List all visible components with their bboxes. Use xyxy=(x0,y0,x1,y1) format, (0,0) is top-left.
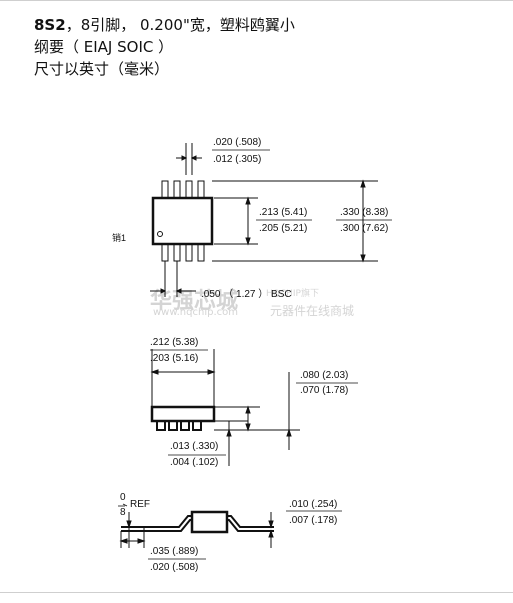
pin1-label: 销1 xyxy=(112,233,127,243)
ic-body-side xyxy=(150,405,216,423)
angle-max: 8 xyxy=(120,507,126,518)
thickness-min: .007 (.178) xyxy=(289,515,338,526)
side-lead xyxy=(192,420,202,431)
angle-ref: REF xyxy=(130,499,150,510)
side-lead xyxy=(156,420,166,431)
ic-body-end xyxy=(190,510,229,534)
watermark-url: www.hqchip.com xyxy=(153,307,238,318)
side-lead xyxy=(180,420,190,431)
side-view xyxy=(150,349,358,466)
bottom-lead xyxy=(197,243,205,262)
lead-width-max: .020 (.508) xyxy=(213,137,262,148)
foot-length-min: .020 (.508) xyxy=(150,562,199,573)
watermark-tagline: 元器件在线商城 xyxy=(270,304,355,318)
package-code: 8S2 xyxy=(34,16,66,34)
top-border xyxy=(0,0,513,1)
header-line-3: 尺寸以英寸（毫米） xyxy=(34,60,170,78)
thickness-max: .010 (.254) xyxy=(289,499,338,510)
foot-length-max: .035 (.889) xyxy=(150,546,199,557)
standoff-min: .004 (.102) xyxy=(170,457,219,468)
height-min: .070 (1.78) xyxy=(300,385,349,396)
ic-body-top xyxy=(151,196,214,246)
top-lead xyxy=(185,180,193,199)
header-line-1: 8S2，8引脚， 0.200"宽，塑料鸥翼小 xyxy=(34,14,295,36)
top-lead xyxy=(197,180,205,199)
watermark-tagline-top: HQCHIP旗下 xyxy=(266,289,319,299)
body-width-min: .205 (5.21) xyxy=(259,223,308,234)
header-line-2: 纲要（ EIAJ SOIC ） xyxy=(34,38,174,56)
standoff-max: .013 (.330) xyxy=(170,441,219,452)
top-view xyxy=(150,143,392,297)
angle-min: 0 xyxy=(120,492,126,503)
overall-width-min: .300 (7.62) xyxy=(340,223,389,234)
header-line-1-text: ，8引脚， 0.200"宽，塑料鸥翼小 xyxy=(65,16,295,34)
top-lead xyxy=(173,180,181,199)
pitch-label: .050 （ 1.27 ） BSC xyxy=(201,289,292,300)
body-width-max: .213 (5.41) xyxy=(259,207,308,218)
document-header: 8S2，8引脚， 0.200"宽，塑料鸥翼小 纲要（ EIAJ SOIC ） 尺… xyxy=(34,14,295,80)
bottom-lead xyxy=(161,243,169,262)
body-length-min: .203 (5.16) xyxy=(150,353,199,364)
side-lead xyxy=(168,420,178,431)
lead-width-min: .012 (.305) xyxy=(213,154,262,165)
top-lead xyxy=(161,180,169,199)
end-view xyxy=(118,503,342,560)
body-length-max: .212 (5.38) xyxy=(150,337,199,348)
bottom-lead xyxy=(185,243,193,262)
overall-width-max: .330 (8.38) xyxy=(340,207,389,218)
pin1-dot xyxy=(157,231,163,237)
bottom-border xyxy=(0,592,513,593)
height-max: .080 (2.03) xyxy=(300,370,349,381)
bottom-lead xyxy=(173,243,181,262)
